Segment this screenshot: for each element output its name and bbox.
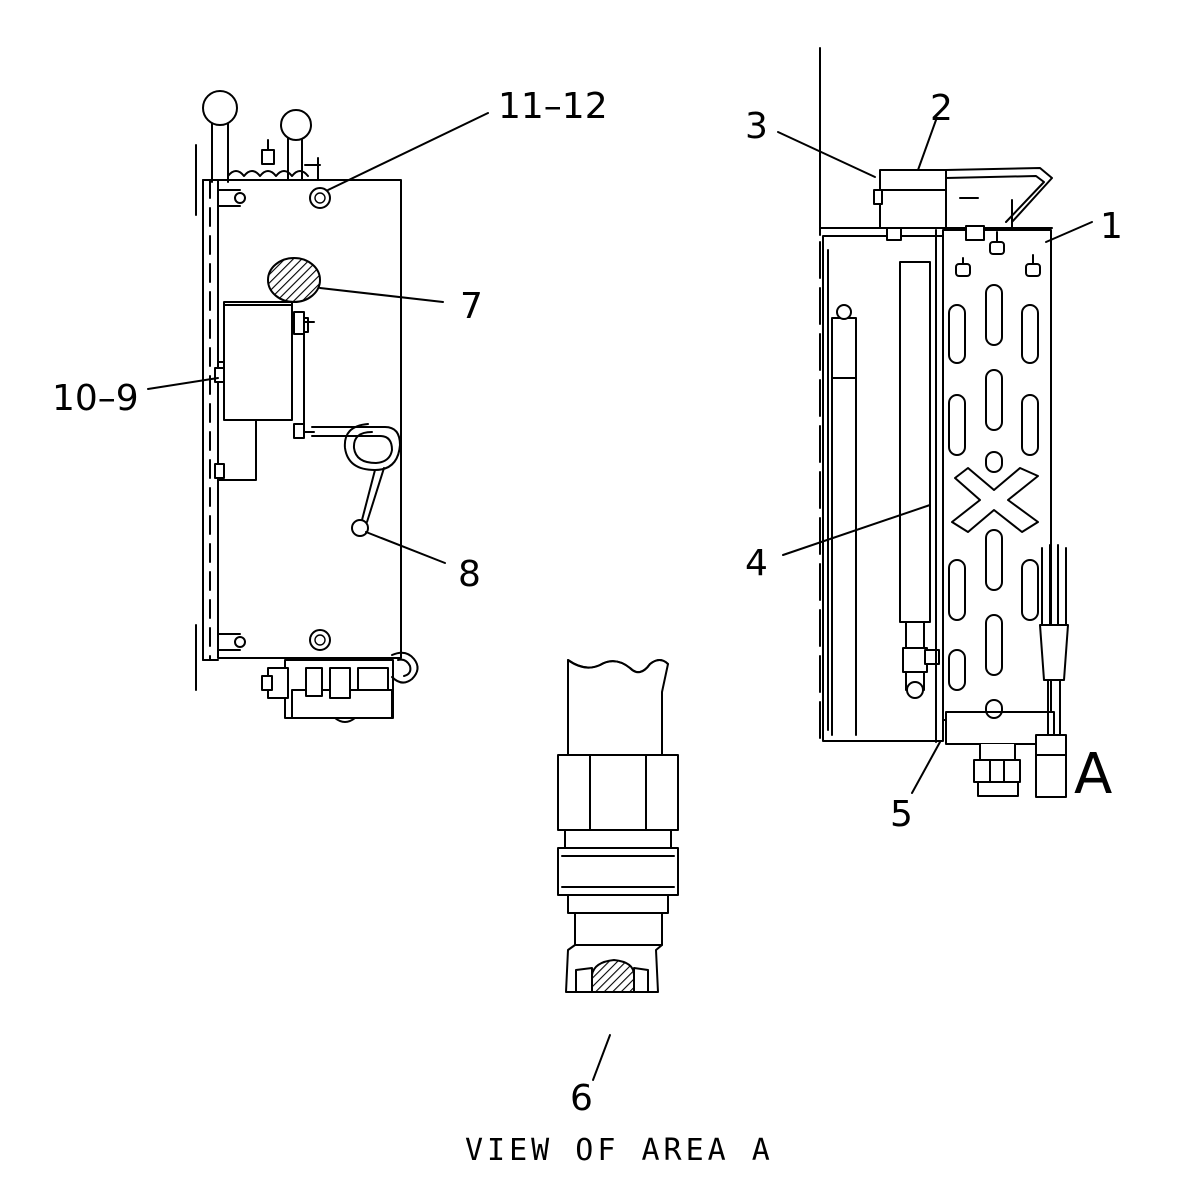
callout-5: 5 [890,794,913,835]
leader-5 [911,741,941,794]
leader-7 [319,287,444,303]
callout-8: 8 [458,554,481,595]
callout-7: 7 [460,286,483,327]
leader-4 [782,504,931,556]
leader-11-12 [327,112,489,191]
callout-4: 4 [745,543,768,584]
view-marker-a: A [1074,742,1112,807]
callout-1: 1 [1100,206,1123,247]
pin-6-hatched [591,958,635,993]
callout-3: 3 [745,106,768,147]
plug-7-hatched [267,257,321,303]
callout-labels: 11–12 7 10–9 8 3 2 1 4 5 6 A [52,86,1123,1119]
left-assembly [195,90,419,723]
mounting-holes [217,187,331,651]
leader-10-9 [147,377,219,390]
leader-8 [365,531,446,564]
callout-11-12: 11–12 [498,86,608,127]
detail-view-a [557,659,679,993]
top-fittings [202,90,321,183]
leader-2 [917,119,937,171]
leader-3 [777,131,876,178]
slotted-cover-1 [935,229,1055,745]
wire-harness [1035,544,1069,798]
switch-2-3 [873,167,1053,241]
view-caption: VIEW OF AREA A [465,1133,774,1168]
leader-1 [1045,221,1093,243]
rod-assembly-4 [831,261,940,736]
leader-lines [147,112,1093,1081]
bottom-fittings [261,651,419,723]
leader-6 [592,1034,611,1081]
right-assembly [819,47,1069,798]
relay-bracket [214,301,315,481]
callout-2: 2 [930,88,953,129]
callout-6: 6 [570,1078,593,1119]
lanyard-8 [311,423,401,537]
fitting-5 [973,743,1021,797]
callout-10-9: 10–9 [52,378,139,419]
